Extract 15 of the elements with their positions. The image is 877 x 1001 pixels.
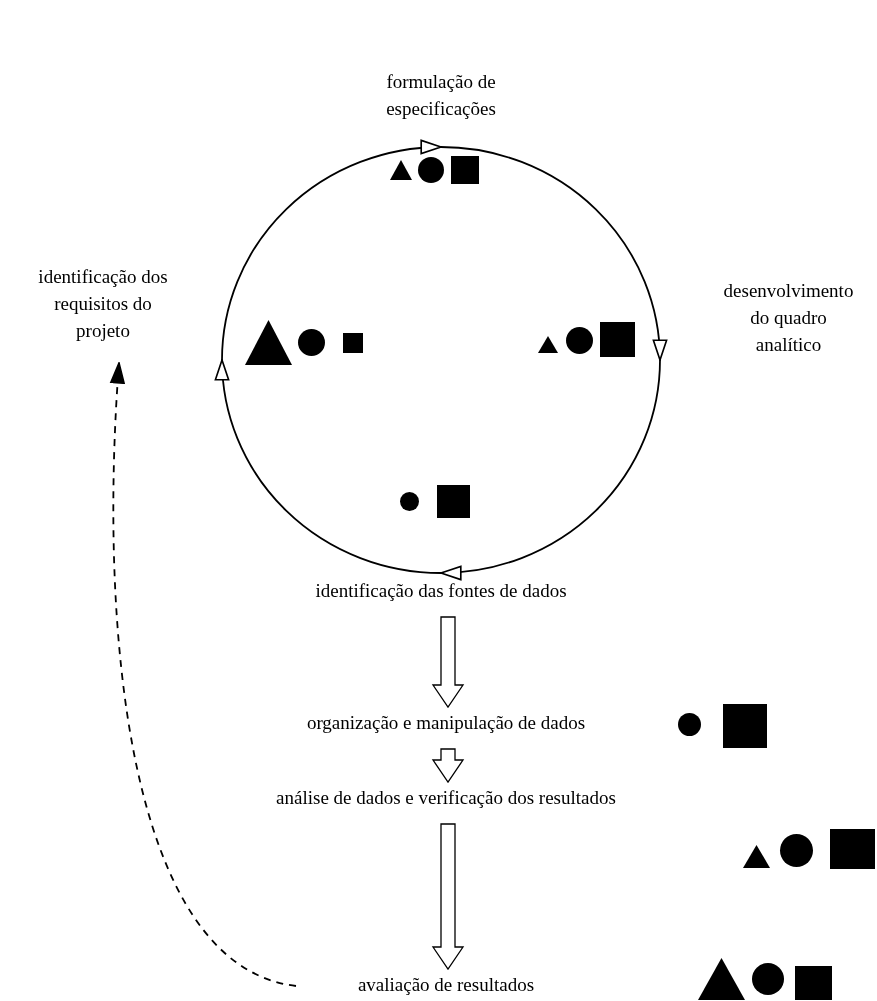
step-label: desenvolvimento do quadro analítico [660, 277, 877, 377]
step-label: análise de dados e verificação dos resultados [206, 784, 686, 814]
block-arrow [431, 616, 465, 709]
feedback-arrow [110, 362, 297, 987]
cycle-arrow [440, 146, 667, 361]
step-label: identificação dos requisitos do projeto [8, 263, 222, 363]
step-label: avaliação de resultados [296, 971, 596, 1001]
step-label: formulação de especificações [341, 68, 541, 151]
step-label: organização e manipulação de dados [236, 709, 656, 739]
block-arrow [431, 823, 465, 971]
cycle-arrow [221, 140, 442, 361]
block-arrow [431, 748, 465, 784]
step-label: identificação das fontes de dados [236, 573, 646, 607]
cycle-arrow [215, 359, 442, 574]
cycle-arrow [440, 359, 661, 580]
